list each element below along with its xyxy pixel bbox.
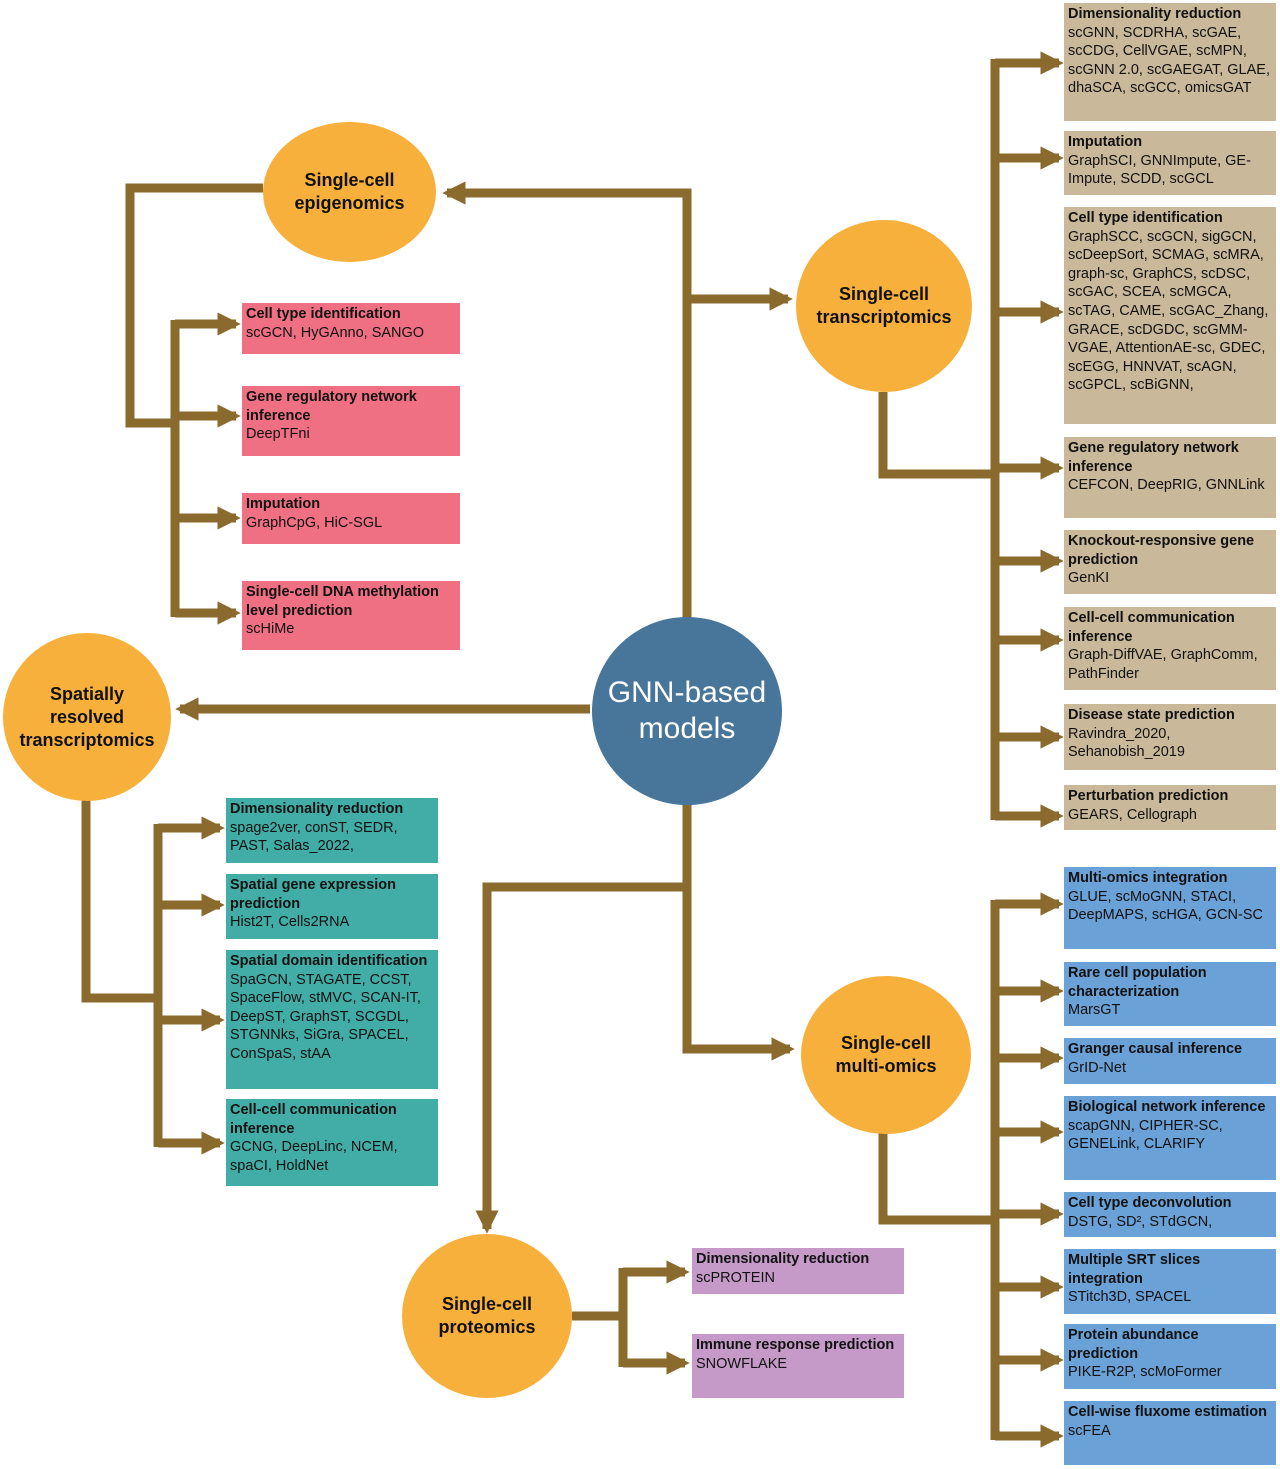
task-title: Rare cell population characterization	[1068, 965, 1207, 1000]
task-title: Cell-cell communication inference	[230, 1102, 397, 1137]
multiomics-task-box: Protein abundance prediction PIKE-R2P, s…	[1064, 1324, 1276, 1389]
task-tools: scFEA	[1068, 1422, 1111, 1439]
task-tools: GEARS, Cellograph	[1068, 806, 1197, 823]
task-tools: GraphCpG, HiC-SGL	[246, 514, 383, 531]
task-tools: spage2ver, conST, SEDR, PAST, Salas_2022…	[230, 819, 398, 855]
category-single-cell-transcriptomics: Single-cell transcriptomics	[796, 220, 972, 392]
task-title: Multi-omics integration	[1068, 870, 1228, 886]
transcriptomics-task-box: Dimensionality reduction scGNN, SCDRHA, …	[1064, 3, 1276, 121]
multiomics-task-box: Granger causal inference GrID-Net	[1064, 1038, 1276, 1084]
task-title: Imputation	[246, 496, 321, 512]
spatial-task-box: Cell-cell communication inference GCNG, …	[226, 1099, 438, 1186]
category-spatially-resolved-transcriptomics: Spatially resolved transcriptomics	[3, 633, 171, 801]
task-tools: GenKI	[1068, 570, 1110, 587]
task-title: Knockout-responsive gene prediction	[1068, 533, 1255, 568]
task-tools: GraphSCI, GNNImpute, GE-Impute, SCDD, sc…	[1068, 152, 1251, 188]
category-label: Single-cell transcriptomics	[816, 284, 952, 327]
proteomics-task-box: Dimensionality reduction scPROTEIN	[692, 1248, 904, 1294]
task-title: Cell type identification	[1068, 210, 1223, 226]
spatial-task-box: Dimensionality reduction spage2ver, conS…	[226, 798, 438, 863]
task-title: Cell-cell communication inference	[1068, 610, 1235, 645]
task-title: Dimensionality reduction	[230, 801, 404, 817]
task-tools: scGCN, HyGAnno, SANGO	[246, 324, 425, 341]
multiomics-task-box: Biological network inference scapGNN, CI…	[1064, 1096, 1276, 1180]
task-title: Cell type deconvolution	[1068, 1195, 1232, 1211]
transcriptomics-task-box: Cell-cell communication inference Graph-…	[1064, 607, 1276, 690]
task-title: Cell-wise fluxome estimation	[1068, 1404, 1268, 1420]
category-label: Single-cell multi-omics	[835, 1033, 937, 1076]
task-title: Disease state prediction	[1068, 707, 1235, 723]
task-title: Imputation	[1068, 134, 1143, 150]
task-tools: GrID-Net	[1068, 1059, 1126, 1076]
gnn-models-hub: GNN-based models	[592, 617, 782, 805]
transcriptomics-task-box: Disease state prediction Ravindra_2020, …	[1064, 704, 1276, 770]
task-title: Spatial gene expression prediction	[230, 877, 397, 912]
task-tools: STitch3D, SPACEL	[1068, 1289, 1192, 1306]
epigenomics-task-box: Cell type identification scGCN, HyGAnno,…	[242, 303, 460, 354]
task-title: Granger causal inference	[1068, 1041, 1243, 1057]
task-tools: DeepTFni	[246, 426, 310, 443]
multiomics-task-box: Multi-omics integration GLUE, scMoGNN, S…	[1064, 867, 1276, 949]
transcriptomics-task-box: Cell type identification GraphSCC, scGCN…	[1064, 207, 1276, 424]
task-tools: scPROTEIN	[696, 1269, 775, 1286]
task-title: Cell type identification	[246, 306, 401, 322]
task-title: Gene regulatory network inference	[246, 389, 417, 424]
task-tools: scapGNN, CIPHER-SC, GENELink, CLARIFY	[1068, 1117, 1223, 1153]
task-tools: SpaGCN, STAGATE, CCST, SpaceFlow, stMVC,…	[230, 971, 421, 1062]
epigenomics-task-box: Gene regulatory network inference DeepTF…	[242, 386, 460, 456]
task-title: Spatial domain identification	[230, 953, 428, 969]
multiomics-task-box: Multiple SRT slices integration STitch3D…	[1064, 1249, 1276, 1314]
task-tools: Hist2T, Cells2RNA	[230, 914, 350, 931]
category-label: Single-cell epigenomics	[294, 170, 405, 213]
task-title: Biological network inference	[1068, 1099, 1266, 1115]
epigenomics-task-box: Imputation GraphCpG, HiC-SGL	[242, 493, 460, 544]
transcriptomics-task-box: Imputation GraphSCI, GNNImpute, GE-Imput…	[1064, 131, 1276, 195]
transcriptomics-task-box: Knockout-responsive gene prediction GenK…	[1064, 530, 1276, 594]
task-tools: GraphSCC, scGCN, sigGCN, scDeepSort, SCM…	[1068, 228, 1269, 394]
transcriptomics-task-box: Gene regulatory network inference CEFCON…	[1064, 437, 1276, 518]
task-tools: DSTG, SD², STdGCN,	[1068, 1213, 1213, 1230]
category-label: Single-cell proteomics	[438, 1294, 536, 1337]
task-tools: PIKE-R2P, scMoFormer	[1068, 1364, 1222, 1381]
task-tools: Ravindra_2020, Sehanobish_2019	[1068, 725, 1185, 761]
task-tools: SNOWFLAKE	[696, 1355, 788, 1372]
category-label: Spatially resolved transcriptomics	[19, 683, 155, 750]
spatial-task-box: Spatial gene expression prediction Hist2…	[226, 874, 438, 939]
spatial-task-box: Spatial domain identification SpaGCN, ST…	[226, 950, 438, 1089]
task-title: Single-cell DNA methylation level predic…	[246, 584, 439, 619]
task-tools: Graph-DiffVAE, GraphComm, PathFinder	[1068, 647, 1258, 682]
multiomics-task-box: Rare cell population characterization Ma…	[1064, 962, 1276, 1026]
task-title: Perturbation prediction	[1068, 788, 1229, 804]
task-title: Dimensionality reduction	[1068, 6, 1242, 22]
task-tools: GLUE, scMoGNN, STACI, DeepMAPS, scHGA, G…	[1068, 888, 1263, 924]
epigenomics-task-box: Single-cell DNA methylation level predic…	[242, 581, 460, 650]
category-single-cell-epigenomics: Single-cell epigenomics	[263, 122, 436, 262]
task-title: Multiple SRT slices integration	[1068, 1252, 1201, 1287]
task-tools: scGNN, SCDRHA, scGAE, scCDG, CellVGAE, s…	[1068, 24, 1270, 97]
proteomics-task-box: Immune response prediction SNOWFLAKE	[692, 1334, 904, 1398]
multiomics-task-box: Cell type deconvolution DSTG, SD², STdGC…	[1064, 1192, 1276, 1237]
category-single-cell-proteomics: Single-cell proteomics	[402, 1234, 572, 1398]
task-title: Protein abundance prediction	[1068, 1327, 1199, 1362]
task-tools: CEFCON, DeepRIG, GNNLink	[1068, 477, 1265, 494]
task-tools: scHiMe	[246, 621, 295, 638]
transcriptomics-task-box: Perturbation prediction GEARS, Cellograp…	[1064, 785, 1276, 830]
task-tools: MarsGT	[1068, 1002, 1121, 1019]
category-single-cell-multi-omics: Single-cell multi-omics	[801, 976, 971, 1134]
task-title: Gene regulatory network inference	[1068, 440, 1239, 475]
multiomics-task-box: Cell-wise fluxome estimation scFEA	[1064, 1401, 1276, 1465]
task-title: Immune response prediction	[696, 1337, 895, 1353]
hub-label: GNN-based models	[607, 676, 767, 745]
task-tools: GCNG, DeepLinc, NCEM, spaCI, HoldNet	[230, 1139, 398, 1174]
task-title: Dimensionality reduction	[696, 1251, 870, 1267]
